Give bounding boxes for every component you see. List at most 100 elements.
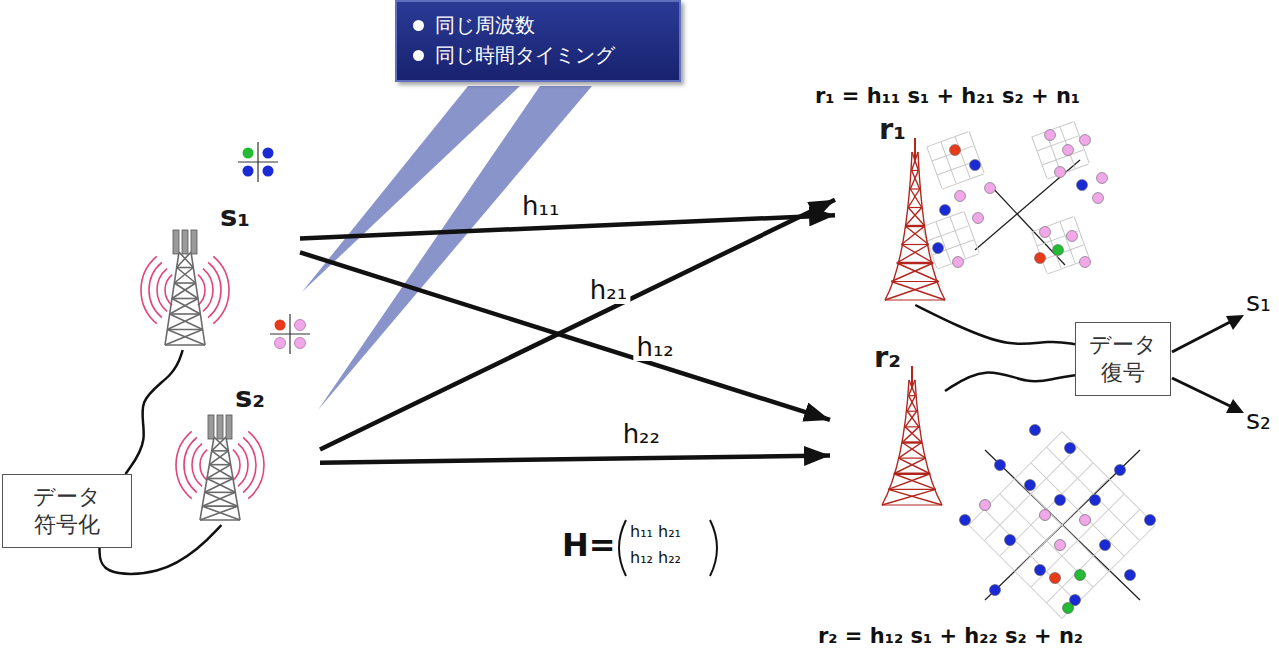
antenna-panel	[173, 230, 179, 254]
radio-wave	[238, 444, 248, 487]
drawing-stroke	[969, 432, 1062, 525]
tower-strut	[200, 506, 238, 520]
axis	[985, 450, 1140, 600]
drawing-stroke	[173, 230, 197, 254]
tower-strut	[902, 443, 925, 459]
drawing-stroke	[1000, 494, 1093, 587]
tower-drawing	[882, 366, 942, 505]
drawing-stroke	[980, 500, 991, 511]
output-arrow	[1172, 378, 1230, 406]
tower-strut	[172, 298, 198, 300]
tower-strut	[167, 330, 205, 346]
tower-strut	[910, 188, 919, 189]
antenna-label: r₁	[879, 112, 906, 146]
tower-strut	[912, 170, 919, 171]
tower-strut	[891, 281, 938, 282]
symbol-dot	[243, 166, 254, 177]
tx-constellation	[238, 142, 278, 182]
drawing-stroke	[933, 243, 944, 254]
output-arrows	[1172, 315, 1244, 413]
tower-strut	[165, 344, 205, 346]
channel-arrow	[320, 456, 830, 463]
tower-strut	[901, 226, 924, 245]
output-arrow	[1172, 322, 1230, 352]
tower-strut	[888, 474, 930, 490]
matrix-symbol: H=	[562, 526, 616, 564]
tower-strut	[905, 226, 928, 245]
drawing-stroke	[970, 160, 981, 171]
drawing-stroke	[1042, 245, 1083, 260]
drawing-stroke	[1090, 495, 1101, 506]
symbol-dot	[275, 320, 286, 331]
drawing-stroke	[141, 256, 229, 323]
tower-strut	[167, 314, 200, 330]
tower-strut	[912, 171, 920, 190]
radio-wave	[200, 450, 207, 481]
drawing-stroke	[1046, 509, 1139, 602]
drawing-stroke	[1035, 253, 1046, 264]
drawing-stroke	[969, 525, 1062, 618]
drawing-stroke	[1032, 121, 1090, 179]
drawing-stroke	[1032, 232, 1047, 273]
drawing-stroke	[1060, 222, 1075, 263]
drawing-stroke	[1030, 425, 1041, 436]
drawing-stroke	[960, 515, 971, 526]
drawing-stroke	[1077, 180, 1088, 191]
tower-strut	[885, 282, 939, 301]
tower-strut	[905, 427, 922, 443]
antenna-label: s₂	[235, 380, 265, 414]
drawing-stroke	[955, 137, 970, 178]
drawing-stroke	[969, 432, 1156, 619]
drawing-stroke	[1100, 540, 1111, 551]
tower-strut	[207, 479, 235, 493]
tower-strut	[207, 465, 231, 479]
tower-strut	[172, 299, 200, 315]
symbol-dot	[243, 148, 254, 159]
arrow-head	[1226, 315, 1244, 330]
tower-strut	[912, 152, 918, 171]
tower-strut	[200, 519, 240, 521]
cable-wire	[915, 305, 1075, 344]
antenna-panel	[191, 230, 197, 254]
drawing-stroke	[200, 437, 240, 520]
tower-strut	[165, 330, 203, 346]
channel-arrow	[300, 215, 835, 238]
tower-drawing	[176, 415, 264, 520]
transmit-antenna: s₂	[150, 380, 320, 525]
drawing-stroke	[165, 252, 205, 345]
tower-strut	[910, 171, 918, 190]
tower-drawing	[885, 138, 945, 300]
tower-strut	[905, 208, 922, 227]
tower-strut	[209, 465, 233, 479]
tower-strut	[172, 283, 196, 299]
radio-wave	[176, 431, 192, 498]
cable-wire	[126, 350, 183, 474]
callout-item: 同じ周波数	[435, 10, 665, 40]
drawing-stroke	[937, 254, 978, 269]
tower-strut	[908, 189, 919, 208]
drawing-stroke	[969, 131, 984, 172]
radio-wave	[157, 269, 167, 312]
transmit-antenna: s₁	[130, 195, 300, 350]
process-box: データ 復号	[1075, 322, 1171, 396]
radio-wave	[184, 437, 197, 492]
antenna-panel	[182, 230, 188, 254]
drawing-stroke	[927, 226, 968, 241]
tower-strut	[170, 299, 198, 315]
antenna-drawing	[130, 195, 300, 350]
bracket	[619, 520, 626, 576]
drawing-stroke	[1115, 465, 1126, 476]
drawing-stroke	[1080, 515, 1091, 526]
receive-antenna: r₁	[835, 110, 945, 305]
axis	[975, 160, 1080, 250]
drawing-stroke	[1031, 494, 1124, 587]
matrix-row: h₁₁ h₂₁	[630, 522, 681, 541]
drawing-stroke	[1025, 480, 1036, 491]
box-text: データ 復号	[1082, 331, 1164, 387]
tower-strut	[177, 268, 196, 284]
tower-strut	[907, 396, 915, 412]
drawing-stroke	[1053, 245, 1064, 256]
radio-wave	[141, 256, 157, 323]
drawing-stroke	[995, 460, 1006, 471]
